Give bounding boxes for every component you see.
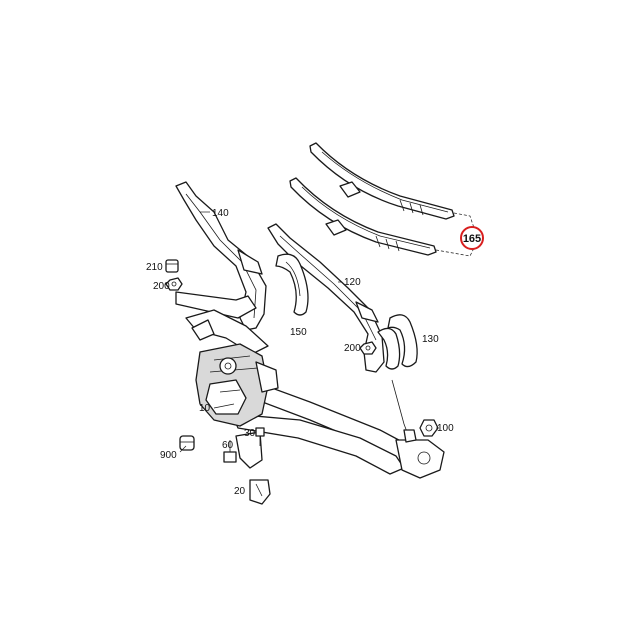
bracket-20[interactable] (249, 479, 271, 505)
callout-60: 60 (222, 440, 234, 451)
callout-100: 100 (437, 423, 454, 434)
leader-900 (179, 445, 187, 453)
arm-cover-130[interactable] (377, 314, 418, 370)
callout-140: 140 (212, 208, 229, 219)
callout-10: 10 (199, 403, 211, 414)
callout-200-left: 200 (153, 281, 170, 292)
wiper-blade-upper[interactable] (309, 142, 455, 220)
callout-120: 120 (344, 277, 361, 288)
highlight-ring-165 (460, 226, 484, 250)
callout-210: 210 (146, 262, 163, 273)
callout-150: 150 (290, 327, 307, 338)
rubber-mount-900[interactable] (179, 435, 195, 451)
bolt-60[interactable] (223, 440, 237, 463)
callout-20: 20 (234, 486, 246, 497)
leader-10 (213, 403, 235, 409)
nut-200-left[interactable] (165, 277, 183, 291)
wiper-linkage-frame[interactable] (175, 291, 445, 479)
callout-30: 30 (244, 428, 256, 439)
leader-165-lower (435, 247, 475, 257)
leader-165-upper (453, 212, 475, 229)
cap-210[interactable] (165, 259, 179, 273)
wiper-arm-left[interactable] (175, 181, 267, 331)
callout-900: 900 (160, 450, 177, 461)
bolt-30[interactable] (255, 427, 265, 446)
arm-cover-150[interactable] (275, 253, 309, 316)
wiper-blade-lower[interactable] (289, 177, 437, 256)
nut-200-right[interactable] (359, 341, 377, 355)
callout-200-right: 200 (344, 343, 361, 354)
grommet-100[interactable] (419, 419, 439, 437)
wiper-motor[interactable] (195, 343, 279, 427)
callout-165[interactable]: 165 (463, 233, 481, 245)
callout-130: 130 (422, 334, 439, 345)
